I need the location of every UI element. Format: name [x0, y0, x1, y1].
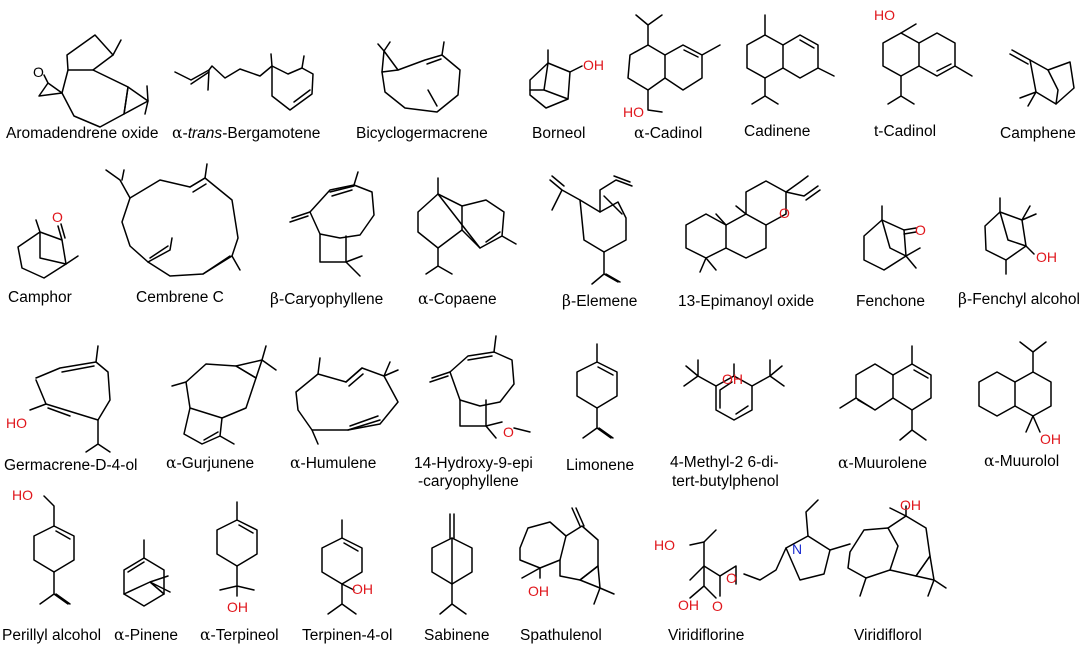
compound-name: 13-Epimanoyl oxide [678, 293, 814, 310]
compound-name: -caryophyllene [418, 473, 519, 490]
oxygen-atom: O [726, 570, 737, 586]
hydroxyl-group: HO [12, 487, 33, 503]
hydroxyl-group: HO [6, 415, 27, 431]
hydroxyl-group: OH [227, 599, 248, 615]
structure-alpha-gurjunene [171, 345, 277, 445]
structure-bicyclogermacrene [377, 41, 461, 113]
hydroxyl-group: HO [654, 537, 675, 553]
oxygen-atom: O [712, 598, 723, 614]
compound-name: Limonene [566, 457, 634, 474]
compound-name: Cembrene C [136, 289, 224, 306]
oxygen-atom: O [915, 222, 926, 238]
oxygen-atom: O [779, 205, 790, 221]
hydroxyl-group: OH [1040, 431, 1061, 447]
structure-alpha-cadinol: HO [623, 14, 721, 120]
compound-name: Bicyclogermacrene [356, 125, 488, 142]
structure-beta-elemene [549, 175, 633, 285]
hydroxyl-group: OH [352, 581, 373, 597]
compound-name: Germacrene-D-4-ol [4, 457, 138, 474]
compound-name: Camphene [1000, 125, 1076, 142]
structure-perillyl-alcohol: HO [12, 487, 75, 605]
compound-name: Aromadendrene oxide [6, 125, 159, 142]
structure-sabinene [431, 513, 473, 615]
structure-beta-caryophyllene [289, 171, 375, 277]
structure-borneol: OH [529, 49, 604, 109]
compound-name: α-Terpineol [200, 626, 279, 644]
structure-alpha-terpineol: OH [216, 501, 258, 615]
structure-aromadendrene-oxide: O [33, 34, 149, 128]
compound-name: 4-Methyl-2 6-di- [670, 454, 779, 471]
compound-name: Viridiflorol [854, 627, 922, 644]
structure-cadinene [746, 14, 835, 105]
structure-germacrene-d-4-ol: HO [6, 345, 111, 453]
compound-name: Borneol [532, 125, 585, 142]
nitrogen-atom: N [792, 541, 802, 557]
hydroxyl-group: HO [623, 104, 644, 120]
compound-name: Perillyl alcohol [2, 627, 101, 644]
structure-viridiflorol: OH [847, 497, 947, 597]
hydroxyl-group: OH [722, 371, 743, 387]
hydroxyl-group: OH [678, 597, 699, 613]
structure-14-hydroxy-9-epi-caryophyllene: O [429, 335, 531, 440]
compound-name: Fenchone [856, 293, 925, 310]
structure-limonene [576, 343, 618, 439]
oxygen-atom: O [503, 424, 514, 440]
structure-viridiflorine: HO OH O O N [654, 499, 851, 614]
compound-name: t-Cadinol [874, 123, 936, 140]
structure-cembrene-c [105, 163, 241, 277]
structure-beta-fenchyl-alcohol: OH [984, 197, 1057, 275]
compound-name: α-Copaene [418, 290, 497, 308]
structure-camphor: O [17, 209, 79, 279]
compound-name: α-Pinene [114, 626, 178, 644]
oxygen-atom: O [52, 209, 63, 225]
compound-name: β-Caryophyllene [270, 290, 383, 308]
structure-13-epimanoyl-oxide: O [685, 175, 821, 273]
hydroxyl-group: OH [900, 497, 921, 513]
compound-name: α-Gurjunene [166, 454, 254, 472]
compound-name: 14-Hydroxy-9-epi [414, 455, 533, 472]
structure-alpha-muurolol: OH [978, 341, 1061, 447]
structure-fenchone: O [863, 205, 926, 271]
compound-name: α-Humulene [290, 454, 376, 472]
structure-alpha-trans-bergamotene [174, 53, 314, 111]
compound-name: Cadinene [744, 123, 810, 140]
compound-name: Viridiflorine [668, 627, 744, 644]
compound-name: α-Muurolol [984, 452, 1059, 470]
compound-name: tert-butylphenol [672, 473, 779, 490]
compound-name: α-Muurolene [838, 454, 927, 472]
structure-di-tert-butylphenol: OH [683, 359, 785, 421]
compound-name: β-Fenchyl alcohol [958, 290, 1080, 308]
compound-name: β-Elemene [562, 292, 637, 310]
structure-alpha-humulene [295, 357, 399, 445]
hydroxyl-group: OH [583, 57, 604, 73]
compound-name: α-Cadinol [634, 124, 702, 142]
structure-camphene [1009, 49, 1075, 107]
structure-alpha-copaene [417, 177, 517, 275]
structure-t-cadinol: HO [874, 7, 973, 105]
hydroxyl-group: HO [874, 7, 895, 23]
compound-name: α-trans-Bergamotene [172, 124, 320, 142]
compound-name: Camphor [8, 289, 72, 306]
structure-terpinen-4-ol: OH [321, 519, 373, 615]
compound-name: Spathulenol [520, 627, 602, 644]
structure-spathulenol: OH [519, 507, 615, 605]
oxygen-atom: O [33, 64, 44, 80]
hydroxyl-group: OH [1036, 249, 1057, 265]
structure-alpha-pinene [123, 539, 171, 607]
compound-name: Sabinene [424, 627, 490, 644]
hydroxyl-group: OH [528, 583, 549, 599]
structure-alpha-muurolene [839, 345, 932, 441]
compound-name: Terpinen-4-ol [302, 627, 392, 644]
